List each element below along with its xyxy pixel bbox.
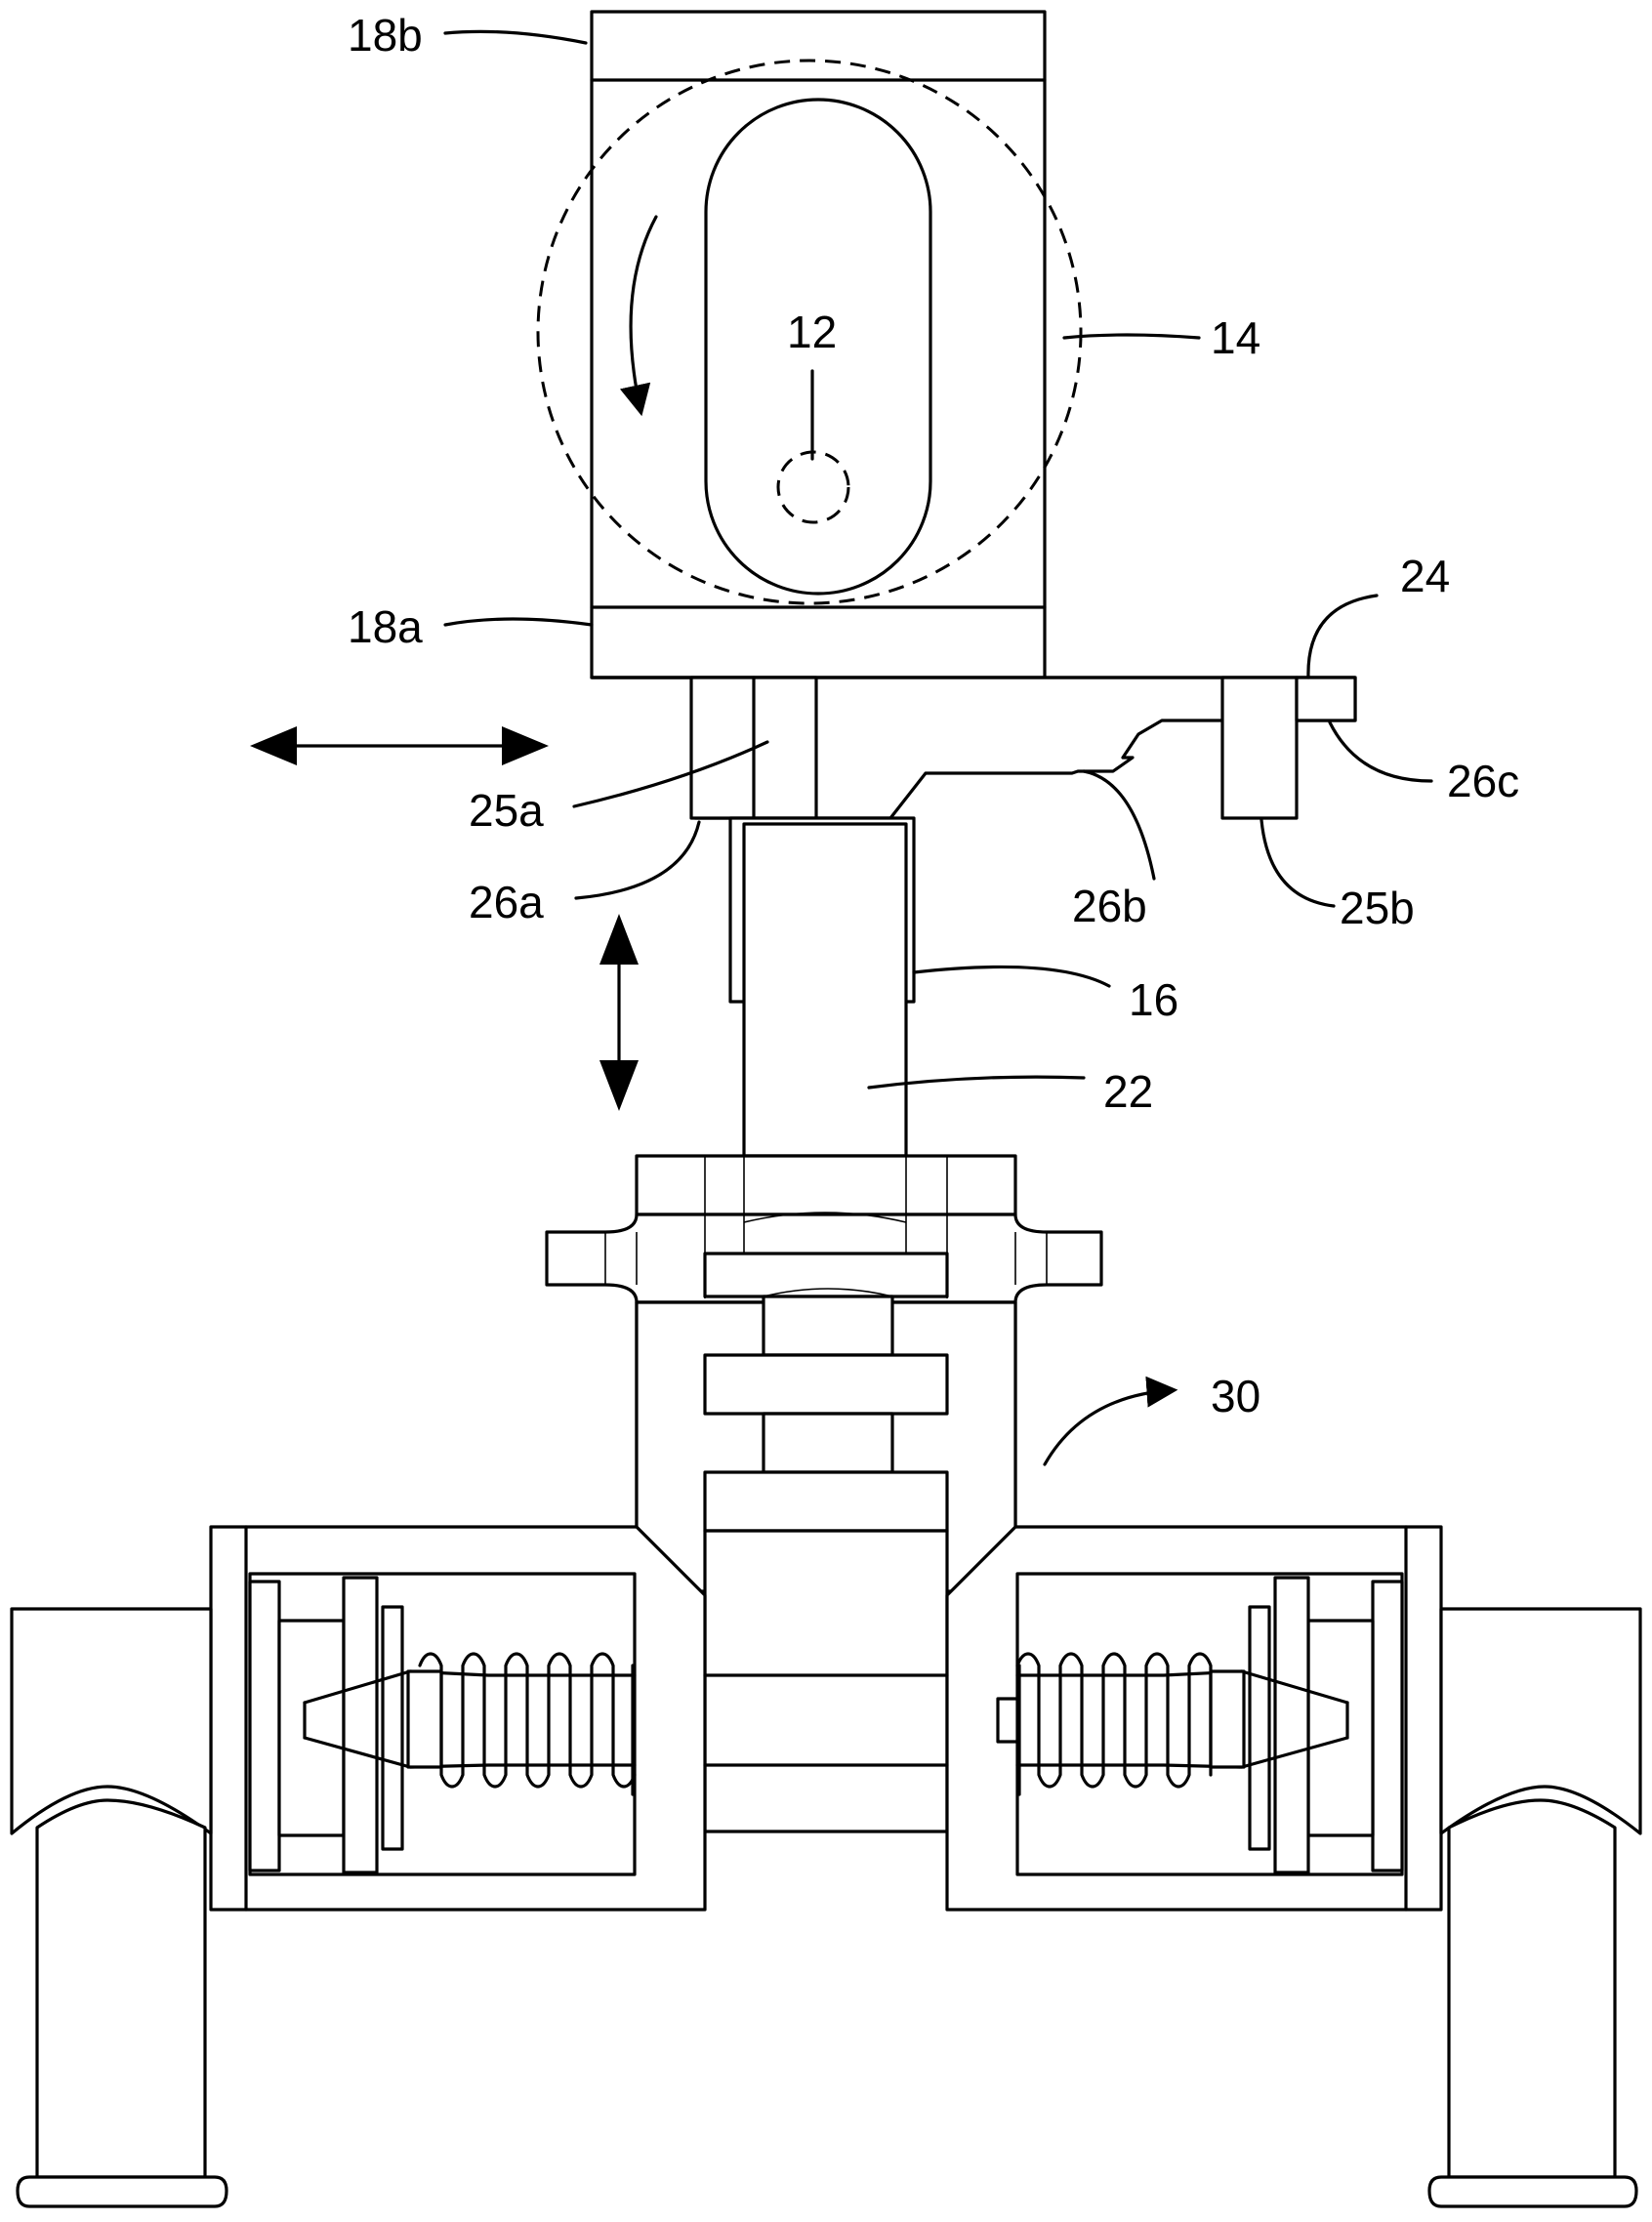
label-24: 24 bbox=[1400, 551, 1450, 601]
label-26b: 26b bbox=[1072, 881, 1147, 931]
label-22: 22 bbox=[1103, 1066, 1153, 1117]
shaft-22 bbox=[744, 824, 906, 1156]
label-16: 16 bbox=[1129, 974, 1178, 1025]
label-18a: 18a bbox=[348, 601, 423, 652]
label-12: 12 bbox=[787, 307, 837, 357]
right-leg bbox=[1429, 1609, 1640, 2206]
vertical-motion-arrow bbox=[599, 914, 639, 1111]
label-26c: 26c bbox=[1447, 756, 1519, 806]
block-26c bbox=[1297, 678, 1355, 720]
left-leg bbox=[12, 1609, 227, 2206]
label-18b: 18b bbox=[348, 10, 423, 61]
label-25a: 25a bbox=[469, 785, 544, 836]
label-14: 14 bbox=[1211, 312, 1260, 363]
label-25b: 25b bbox=[1340, 883, 1415, 933]
horizontal-motion-arrow bbox=[250, 726, 549, 765]
block-25b bbox=[1222, 678, 1297, 818]
label-30: 30 bbox=[1211, 1371, 1260, 1421]
valve-body-30 bbox=[211, 1156, 1441, 1910]
label-26a: 26a bbox=[469, 877, 544, 927]
